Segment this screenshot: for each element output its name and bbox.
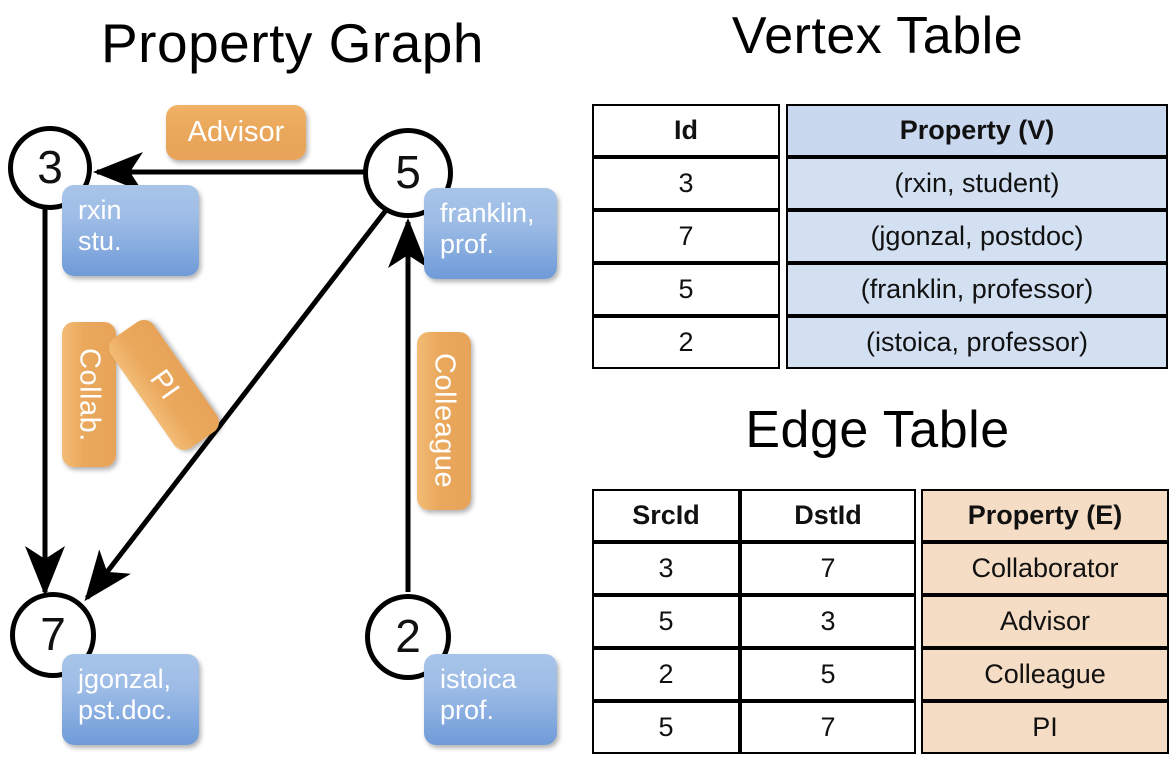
edge-table-col-dstid: DstId bbox=[740, 489, 916, 542]
edge-label-advisor[interactable]: Advisor bbox=[166, 105, 306, 160]
edge-label-colleague[interactable]: Colleague bbox=[417, 332, 471, 510]
property-box-franklin[interactable]: franklin, prof. bbox=[424, 188, 557, 279]
vertex-table-header-row: Id Property (V) bbox=[592, 104, 1168, 157]
vertex-row-3-property: (istoica, professor) bbox=[786, 316, 1168, 369]
page-title-edge-table: Edge Table bbox=[745, 401, 1010, 459]
vertex-row-2-id: 5 bbox=[592, 263, 780, 316]
property-box-istoica-line1: istoica bbox=[440, 664, 517, 694]
edge-line-5-7 bbox=[84, 203, 392, 602]
edge-table-column-gap bbox=[916, 648, 921, 701]
vertex-table: Id Property (V) 3 (rxin, student) 7 (jgo… bbox=[592, 104, 1168, 369]
edge-row-3-property: PI bbox=[921, 701, 1169, 754]
edge-table-column-gap bbox=[916, 701, 921, 754]
vertex-node-5-label: 5 bbox=[395, 146, 421, 198]
property-box-rxin-line1: rxin bbox=[78, 195, 122, 225]
vertex-node-7-label: 7 bbox=[40, 608, 66, 660]
table-row[interactable]: 7 (jgonzal, postdoc) bbox=[592, 210, 1168, 263]
edge-row-1-src: 5 bbox=[592, 595, 740, 648]
edge-row-3-src: 5 bbox=[592, 701, 740, 754]
edge-table-column-gap bbox=[916, 595, 921, 648]
edge-table-col-property: Property (E) bbox=[921, 489, 1169, 542]
edge-label-collab[interactable]: Collab. bbox=[62, 322, 116, 467]
vertex-table-column-gap bbox=[780, 104, 786, 157]
vertex-table-col-id: Id bbox=[592, 104, 780, 157]
edge-row-0-dst: 7 bbox=[740, 542, 916, 595]
vertex-row-0-property: (rxin, student) bbox=[786, 157, 1168, 210]
vertex-row-0-id: 3 bbox=[592, 157, 780, 210]
property-box-rxin-line2: stu. bbox=[78, 226, 122, 256]
edge-row-3-dst: 7 bbox=[740, 701, 916, 754]
property-box-franklin-line1: franklin, bbox=[440, 198, 535, 228]
edge-row-1-property: Advisor bbox=[921, 595, 1169, 648]
vertex-table-col-property: Property (V) bbox=[786, 104, 1168, 157]
edge-table-col-srcid: SrcId bbox=[592, 489, 740, 542]
edge-row-2-dst: 5 bbox=[740, 648, 916, 701]
table-row[interactable]: 3 (rxin, student) bbox=[592, 157, 1168, 210]
vertex-node-5[interactable]: 5 bbox=[363, 128, 453, 218]
property-graph-panel: Property Graph 3 5 7 bbox=[8, 12, 557, 745]
property-box-rxin[interactable]: rxin stu. bbox=[62, 185, 199, 276]
table-row[interactable]: 5 (franklin, professor) bbox=[592, 263, 1168, 316]
edge-table-column-gap bbox=[916, 542, 921, 595]
property-box-jgonzal[interactable]: jgonzal, pst.doc. bbox=[62, 654, 199, 745]
edge-row-2-src: 2 bbox=[592, 648, 740, 701]
vertex-table-column-gap bbox=[780, 157, 786, 210]
vertex-node-3-label: 3 bbox=[37, 141, 63, 193]
table-row[interactable]: 2 5 Colleague bbox=[592, 648, 1169, 701]
edge-row-0-src: 3 bbox=[592, 542, 740, 595]
vertex-table-column-gap bbox=[780, 316, 786, 369]
page-title-vertex-table: Vertex Table bbox=[731, 7, 1024, 65]
edge-label-advisor-text: Advisor bbox=[187, 116, 285, 148]
property-box-istoica[interactable]: istoica prof. bbox=[424, 654, 557, 745]
table-row[interactable]: 2 (istoica, professor) bbox=[592, 316, 1168, 369]
vertex-node-2-label: 2 bbox=[395, 610, 421, 662]
edge-table: SrcId DstId Property (E) 3 7 Collaborato… bbox=[592, 489, 1169, 754]
graph-edge-lines bbox=[25, 152, 428, 602]
edge-label-colleague-text: Colleague bbox=[428, 353, 461, 489]
vertex-table-column-gap bbox=[780, 263, 786, 316]
edge-label-collab-text: Collab. bbox=[73, 347, 106, 442]
edge-label-pi-text: PI bbox=[143, 363, 186, 406]
table-row[interactable]: 5 7 PI bbox=[592, 701, 1169, 754]
edge-row-0-property: Collaborator bbox=[921, 542, 1169, 595]
edge-row-1-dst: 3 bbox=[740, 595, 916, 648]
edge-table-column-gap bbox=[916, 489, 921, 542]
property-box-jgonzal-line2: pst.doc. bbox=[78, 695, 173, 725]
property-box-istoica-line2: prof. bbox=[440, 695, 495, 725]
vertex-node-2[interactable]: 2 bbox=[365, 594, 451, 680]
page-title-property-graph: Property Graph bbox=[100, 12, 484, 74]
edge-row-2-property: Colleague bbox=[921, 648, 1169, 701]
vertex-table-column-gap bbox=[780, 210, 786, 263]
property-box-franklin-line2: prof. bbox=[440, 229, 495, 259]
table-row[interactable]: 5 3 Advisor bbox=[592, 595, 1169, 648]
edge-table-header-row: SrcId DstId Property (E) bbox=[592, 489, 1169, 542]
property-box-jgonzal-line1: jgonzal, bbox=[78, 664, 172, 694]
table-row[interactable]: 3 7 Collaborator bbox=[592, 542, 1169, 595]
vertex-row-1-property: (jgonzal, postdoc) bbox=[786, 210, 1168, 263]
vertex-row-1-id: 7 bbox=[592, 210, 780, 263]
vertex-row-3-id: 2 bbox=[592, 316, 780, 369]
vertex-row-2-property: (franklin, professor) bbox=[786, 263, 1168, 316]
